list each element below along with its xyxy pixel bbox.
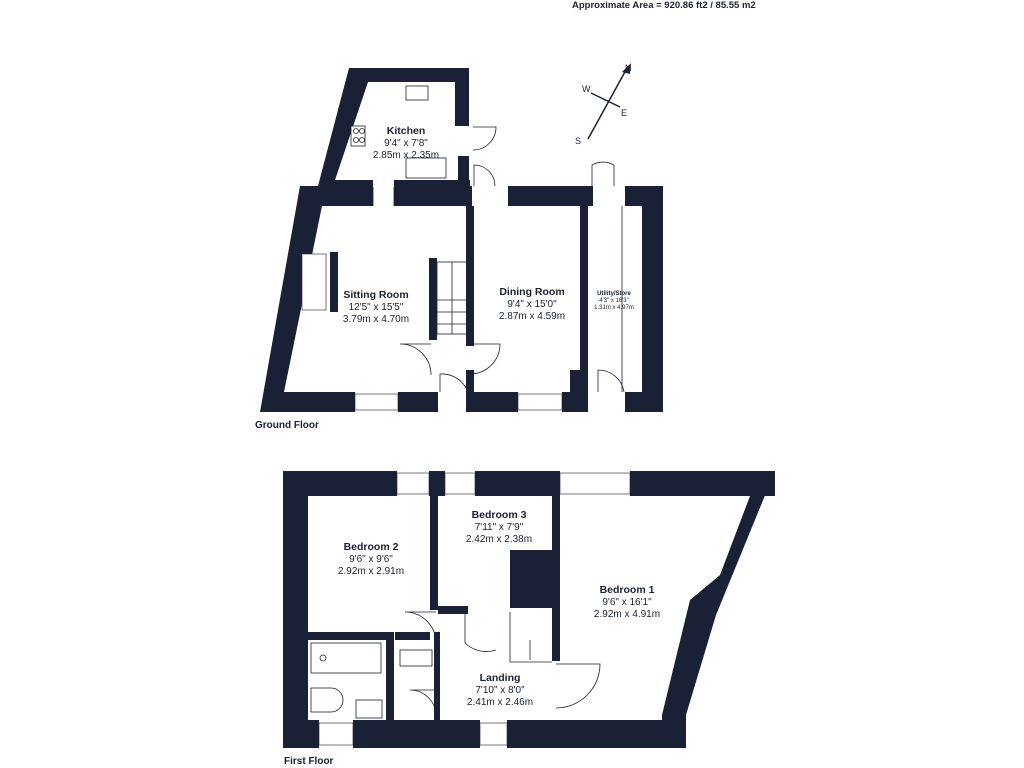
compass-s: S [575, 136, 581, 146]
sitting-room-metric: 3.79m x 4.70m [343, 314, 409, 325]
landing-metric: 2.41m x 2.46m [467, 697, 533, 708]
kitchen-name: Kitchen [387, 125, 426, 137]
bedroom2-name: Bedroom 2 [344, 541, 399, 553]
sitting-room-walls [260, 186, 373, 412]
bedroom2-metric: 2.92m x 2.91m [338, 566, 404, 577]
bedroom3-metric: 2.42m x 2.38m [466, 534, 532, 545]
bedroom2-imperial: 9'6" x 9'6" [349, 554, 393, 565]
bedroom1-name: Bedroom 1 [600, 584, 655, 596]
ground-floor-label: Ground Floor [255, 420, 319, 431]
first-floor-label: First Floor [284, 756, 334, 767]
bedroom1-imperial: 9'6" x 16'1" [602, 597, 652, 608]
kitchen-imperial: 9'4" x 7'8" [384, 138, 428, 149]
sitting-room-imperial: 12'5" x 15'5" [349, 302, 404, 313]
compass-icon: N S E W [575, 63, 632, 146]
kitchen-metric: 2.85m x 2.35m [373, 150, 439, 161]
sitting-room-name: Sitting Room [343, 289, 408, 301]
dining-room-name: Dining Room [499, 286, 564, 298]
landing-imperial: 7'10" x 8'0" [475, 685, 525, 696]
utility-metric: 1.31m x 4.97m [594, 305, 634, 311]
utility-imperial: 4'3" x 16'3" [599, 298, 629, 304]
bedroom3-imperial: 7'11" x 7'9" [475, 522, 524, 533]
approximate-area: Approximate Area = 920.86 ft2 / 85.55 m2 [572, 0, 756, 11]
landing-name: Landing [480, 672, 521, 684]
bedroom1-metric: 2.92m x 4.91m [594, 609, 660, 620]
compass-e: E [621, 108, 627, 118]
dining-room-imperial: 9'4" x 15'0" [507, 299, 557, 310]
bedroom3-name: Bedroom 3 [472, 509, 527, 521]
ground-floor: Kitchen 9'4" x 7'8" 2.85m x 2.35m Sittin… [255, 68, 663, 431]
compass-w: W [582, 84, 591, 94]
first-floor: Bedroom 2 9'6" x 9'6" 2.92m x 2.91m Bedr… [283, 471, 775, 767]
compass-n: N [625, 63, 632, 73]
kitchen-walls [318, 68, 469, 186]
utility-name: Utility/Store [597, 291, 631, 297]
dining-room-metric: 2.87m x 4.59m [499, 311, 565, 322]
